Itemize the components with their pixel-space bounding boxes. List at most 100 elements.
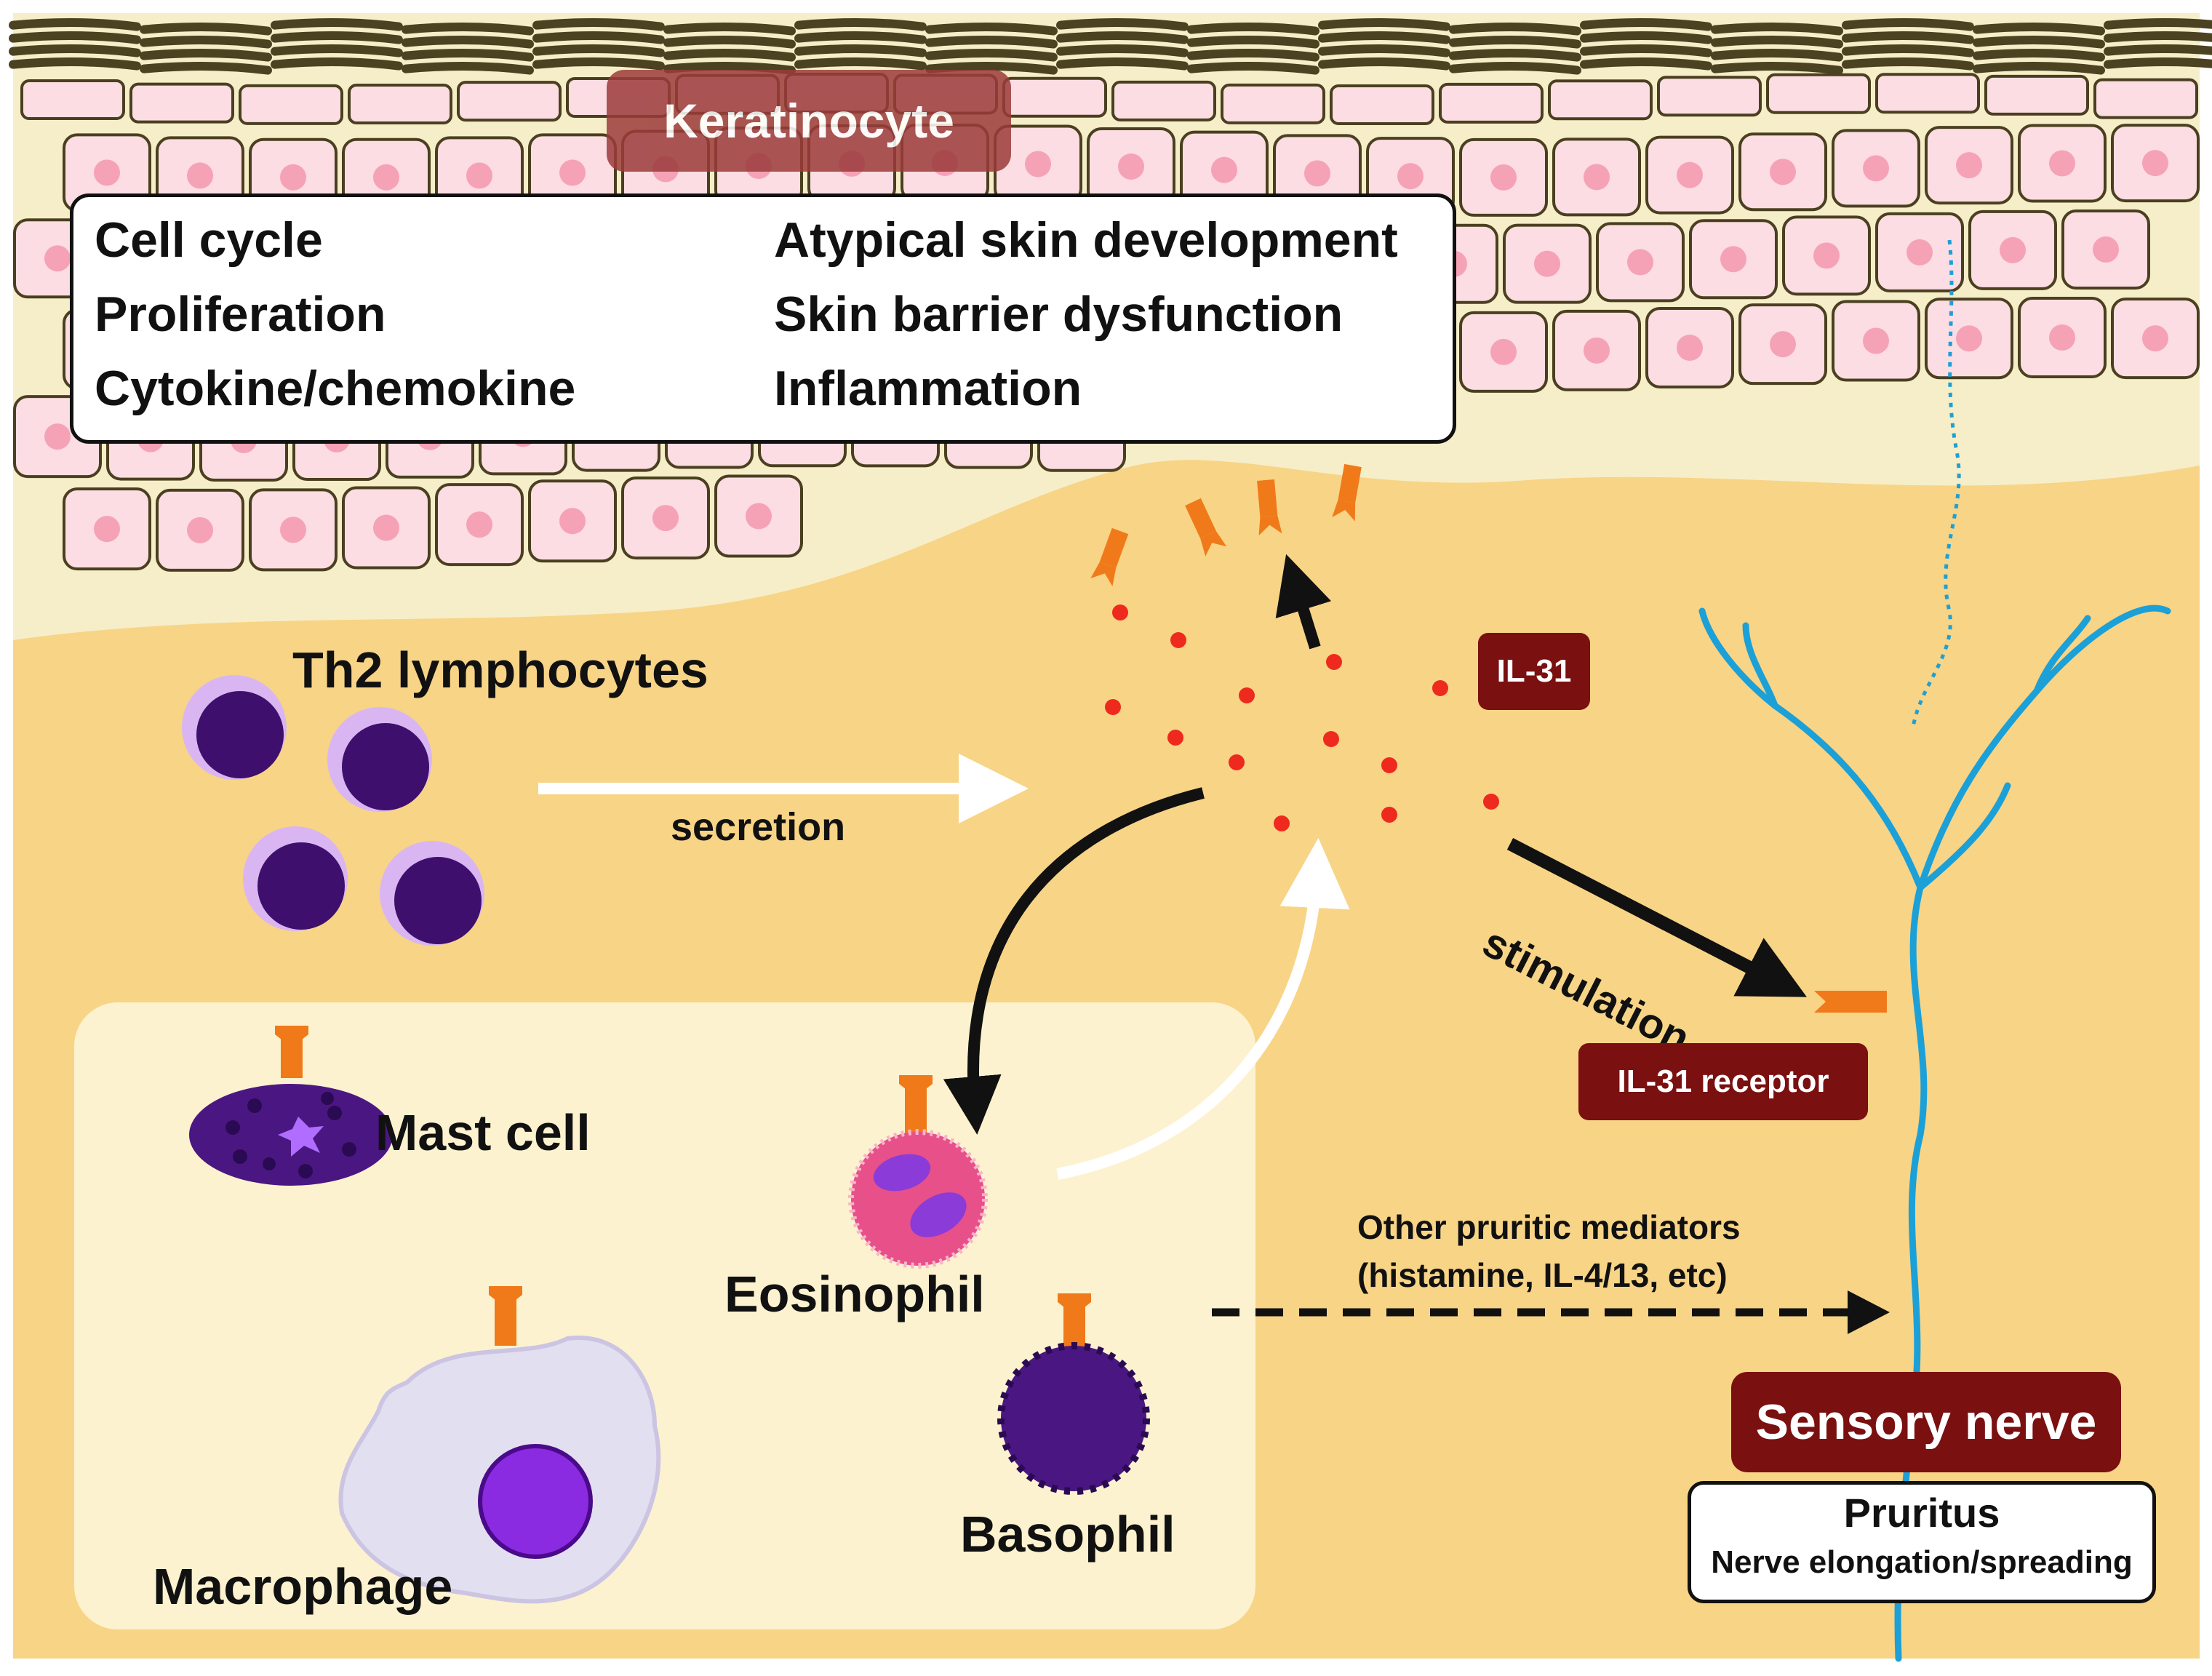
keratin-strand bbox=[140, 23, 272, 36]
mast-cell-label: Mast cell bbox=[375, 1104, 591, 1161]
flattened-keratinocyte bbox=[1111, 80, 1216, 121]
flattened-keratinocyte bbox=[1439, 82, 1544, 124]
keratinocyte-nucleus bbox=[1770, 331, 1796, 358]
keratin-strand bbox=[925, 49, 1058, 62]
il31-badge: IL-31 bbox=[1478, 633, 1590, 710]
keratin-strand bbox=[402, 36, 534, 49]
mediators-line1: Other pruritic mediators bbox=[1357, 1208, 1741, 1246]
keratin-strand bbox=[271, 31, 403, 44]
keratin-strand bbox=[1842, 44, 1974, 57]
keratin-strand bbox=[1056, 18, 1189, 31]
keratin-strand bbox=[1449, 23, 1581, 36]
outcome-atypical: Atypical skin development bbox=[774, 212, 1398, 268]
keratin-strand bbox=[1056, 57, 1189, 71]
keratin-strand bbox=[1711, 23, 1843, 36]
keratin-strand bbox=[2104, 57, 2212, 69]
keratinocyte-nucleus bbox=[1863, 155, 1889, 182]
pruritus-box bbox=[1688, 1481, 2156, 1603]
eosinophil-label: Eosinophil bbox=[724, 1266, 985, 1322]
flattened-keratinocyte bbox=[1548, 79, 1653, 121]
keratin-strand bbox=[2104, 18, 2212, 30]
sensory-nerve-badge: Sensory nerve bbox=[1731, 1372, 2121, 1472]
keratin-strand bbox=[9, 44, 141, 57]
keratinocyte-nucleus bbox=[373, 514, 399, 541]
keratin-strand bbox=[794, 44, 927, 57]
keratinocyte-nucleus bbox=[1025, 151, 1051, 177]
keratin-strand bbox=[1318, 44, 1450, 57]
cause-cytokine: Cytokine/chemokine bbox=[95, 361, 576, 416]
keratinocyte-nucleus bbox=[2142, 325, 2168, 352]
flattened-keratinocyte bbox=[348, 83, 452, 124]
th2-label: Th2 lymphocytes bbox=[292, 642, 708, 698]
keratinocyte-nucleus bbox=[373, 164, 399, 191]
keratinocyte-nucleus bbox=[2049, 150, 2075, 177]
sensory-nerve-label: Sensory nerve bbox=[1755, 1394, 2097, 1450]
keratin-strand bbox=[925, 36, 1058, 49]
feedback-white-arrow bbox=[1056, 838, 1350, 1180]
flattened-keratinocyte bbox=[129, 82, 234, 124]
keratinocyte-nucleus bbox=[94, 516, 120, 543]
flattened-keratinocyte bbox=[1002, 76, 1107, 118]
stimulation-arrow bbox=[1506, 838, 1807, 997]
keratin-strand bbox=[1711, 36, 1843, 49]
keratin-strand bbox=[532, 31, 665, 44]
keratinocyte-nucleus bbox=[2142, 150, 2168, 177]
keratin-strand bbox=[1973, 49, 2105, 62]
macrophage-label: Macrophage bbox=[153, 1558, 453, 1615]
keratinocyte-nucleus bbox=[466, 511, 492, 538]
keratin-strand bbox=[532, 18, 665, 31]
keratinocyte-nucleus bbox=[1118, 153, 1144, 180]
keratinocyte-nucleus bbox=[94, 159, 120, 186]
keratinocyte-nucleus bbox=[746, 503, 772, 530]
keratinocyte-nucleus bbox=[1304, 160, 1330, 187]
keratin-strand bbox=[140, 36, 272, 49]
keratin-strand bbox=[271, 18, 403, 31]
keratin-strand bbox=[794, 31, 927, 44]
keratin-strand bbox=[1580, 31, 1712, 44]
keratin-strand bbox=[1973, 62, 2105, 75]
flattened-keratinocyte bbox=[239, 84, 343, 125]
keratin-strand bbox=[2104, 31, 2212, 43]
cause-proliferation: Proliferation bbox=[95, 287, 386, 342]
flattened-keratinocyte bbox=[2093, 78, 2198, 119]
keratinocyte-nucleus bbox=[2093, 236, 2119, 263]
keratin-strand bbox=[794, 57, 927, 71]
keratinocyte-nucleus bbox=[1627, 249, 1653, 276]
keratinocyte-nucleus bbox=[187, 162, 213, 189]
outcome-inflammation: Inflammation bbox=[774, 361, 1082, 416]
keratinocyte-nucleus bbox=[2000, 236, 2026, 263]
keratinocyte-nucleus bbox=[280, 164, 306, 191]
flattened-keratinocyte bbox=[1984, 74, 2089, 116]
flattened-keratinocyte bbox=[1875, 73, 1980, 114]
keratin-strand bbox=[9, 18, 141, 31]
keratin-strand bbox=[2104, 44, 2212, 56]
keratin-strand bbox=[1187, 23, 1319, 36]
keratin-strand bbox=[402, 62, 534, 75]
keratin-strand bbox=[1318, 57, 1450, 71]
keratin-strand bbox=[1187, 49, 1319, 62]
keratin-strand bbox=[663, 36, 796, 49]
keratin-strand bbox=[925, 23, 1058, 36]
basophil-cell bbox=[997, 1293, 1150, 1495]
keratinocyte-nucleus bbox=[466, 162, 492, 189]
outcome-barrier: Skin barrier dysfunction bbox=[774, 287, 1343, 342]
keratinocyte-nucleus bbox=[1863, 327, 1889, 354]
keratinocyte-receptors bbox=[1090, 463, 1362, 586]
keratin-strand bbox=[402, 49, 534, 62]
keratinocyte-nucleus bbox=[1397, 163, 1424, 190]
macrophage-cell bbox=[338, 1286, 661, 1604]
keratinocyte-nucleus bbox=[2049, 324, 2075, 351]
feedback-black-arrow bbox=[943, 787, 1205, 1135]
keratin-strand bbox=[1318, 31, 1450, 44]
keratinocyte-nucleus bbox=[1956, 325, 1982, 352]
flattened-keratinocyte bbox=[1221, 83, 1325, 124]
keratin-strand bbox=[1449, 49, 1581, 62]
cause-cell-cycle: Cell cycle bbox=[95, 212, 323, 268]
keratin-strand bbox=[140, 49, 272, 62]
keratinocyte-label: Keratinocyte bbox=[663, 94, 954, 148]
keratin-strand bbox=[402, 23, 534, 36]
keratin-strand bbox=[1842, 18, 1974, 31]
keratin-strand bbox=[1842, 31, 1974, 44]
keratinocyte-nucleus bbox=[1720, 246, 1746, 273]
keratinocyte-nucleus bbox=[559, 508, 586, 535]
